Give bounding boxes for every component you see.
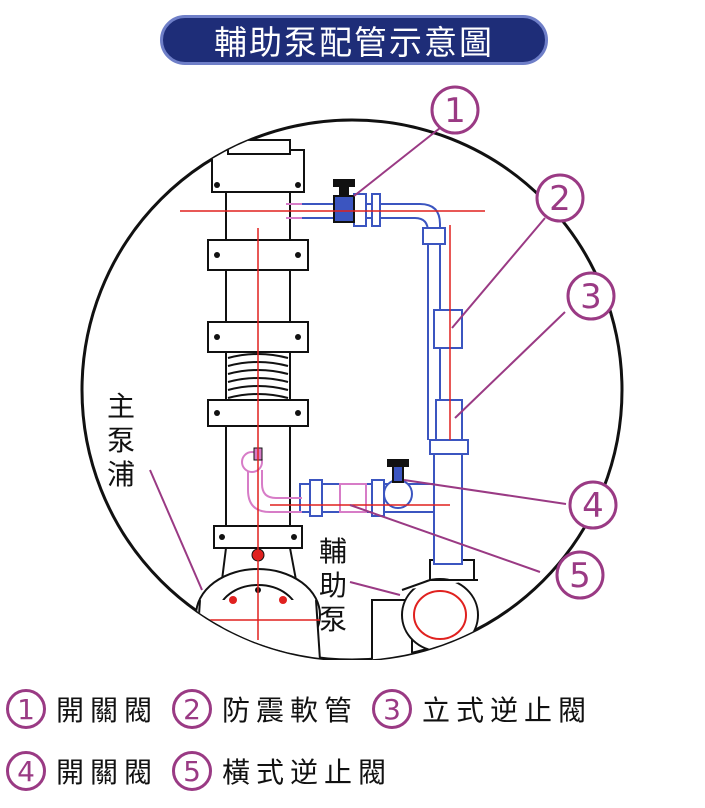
legend-text-1: 開關閥 xyxy=(56,694,159,727)
callout-leaders xyxy=(349,127,567,573)
legend-number-4: 4 xyxy=(6,751,46,791)
legend-text-2: 防震軟管 xyxy=(222,694,359,727)
legend-number-3: 3 xyxy=(372,689,413,729)
legend-item-5: 5 橫式逆止閥 xyxy=(172,751,392,791)
callout-2-number: 2 xyxy=(549,179,571,219)
legend-text-5: 橫式逆止閥 xyxy=(222,756,393,789)
callout-1: 1 xyxy=(430,85,480,135)
legend-number-2: 2 xyxy=(172,689,213,729)
callout-3-number: 3 xyxy=(580,277,602,317)
page-title: 輔助泵配管示意圖 xyxy=(214,23,494,62)
callout-1-number: 1 xyxy=(444,91,466,131)
legend-item-4: 4 開關閥 xyxy=(6,751,158,791)
title-banner: 輔助泵配管示意圖 xyxy=(160,15,548,65)
callout-4-number: 4 xyxy=(582,486,604,526)
aux-pump-casing xyxy=(371,559,479,660)
legend-row-1: 1 開關閥 2 防震軟管 3 立式逆止閥 xyxy=(6,686,606,732)
flange-bolts xyxy=(214,182,301,540)
callout-5: 5 xyxy=(555,550,605,600)
callout-4: 4 xyxy=(568,480,618,530)
valve-4-body xyxy=(383,459,413,509)
main-pump-label: 主 泵 浦 xyxy=(106,390,135,491)
valve-1-body xyxy=(333,179,355,223)
legend-number-1: 1 xyxy=(6,689,46,729)
callout-3: 3 xyxy=(566,271,616,321)
aux-pump-label: 輔 助 泵 xyxy=(318,535,347,636)
callout-5-number: 5 xyxy=(569,556,591,596)
legend-number-5: 5 xyxy=(172,751,213,791)
callout-2: 2 xyxy=(535,173,585,223)
legend-text-3: 立式逆止閥 xyxy=(422,694,593,727)
legend-item-1: 1 開關閥 xyxy=(6,689,158,729)
piping-diagram: 1 2 3 4 5 xyxy=(80,85,624,660)
legend-item-3: 3 立式逆止閥 xyxy=(372,689,592,729)
legend-row-2: 4 開關閥 5 橫式逆止閥 xyxy=(6,748,406,794)
centerlines xyxy=(180,210,485,640)
label-arrows xyxy=(149,469,401,596)
legend-item-2: 2 防震軟管 xyxy=(172,689,358,729)
legend-text-4: 開關閥 xyxy=(56,756,159,789)
